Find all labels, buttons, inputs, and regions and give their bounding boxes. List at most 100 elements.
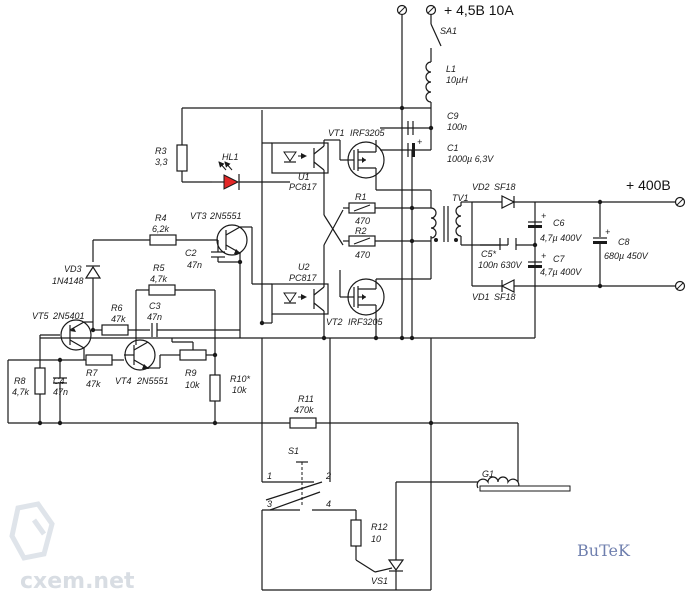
r6-resistor <box>101 324 129 336</box>
r8-ref: R8 <box>14 376 26 386</box>
vd1-value: SF18 <box>494 292 516 302</box>
c8-capacitor: + <box>593 202 610 286</box>
s1-pin-3: 3 <box>267 499 272 509</box>
svg-text:+: + <box>417 137 422 147</box>
r9-ref: R9 <box>185 368 197 378</box>
r8-value: 4,7k <box>12 387 30 397</box>
r9-trimmer <box>171 338 215 361</box>
c9-ref: C9 <box>447 111 459 121</box>
r5-value: 4,7k <box>150 274 168 284</box>
r8-resistor <box>34 367 46 395</box>
watermark-author: BuTeK <box>577 541 631 560</box>
r1-ref: R1 <box>355 192 367 202</box>
vd3-value: 1N4148 <box>52 276 84 286</box>
u1-optocoupler <box>271 142 329 174</box>
r4-ref: R4 <box>155 213 167 223</box>
svg-text:+: + <box>541 211 546 221</box>
l1-value: 10µH <box>446 75 468 85</box>
vd3-diode <box>84 265 102 279</box>
vd1-diode <box>472 279 535 293</box>
u2-ref: U2 <box>298 262 310 272</box>
vt1-ref: VT1 <box>328 128 345 138</box>
r12-ref: R12 <box>371 522 388 532</box>
c7-ref: C7 <box>553 254 565 264</box>
r2-ref: R2 <box>355 226 367 236</box>
c9-value: 100n <box>447 122 467 132</box>
vd2-value: SF18 <box>494 182 516 192</box>
hl1-led <box>212 161 290 190</box>
u1-ref: U1 <box>298 172 310 182</box>
vs1-ref: VS1 <box>371 576 388 586</box>
supply-terminals <box>396 4 437 16</box>
r11-resistor <box>289 417 317 429</box>
vd3-ref: VD3 <box>64 264 82 274</box>
cxem-logo <box>9 501 55 561</box>
r7-ref: R7 <box>86 368 98 378</box>
c4-ref: C4 <box>53 376 65 386</box>
output-terminals <box>674 196 686 292</box>
vt4-value: 2N5551 <box>136 376 169 386</box>
c7-capacitor: + <box>528 251 546 268</box>
vt2-ref: VT2 <box>326 317 343 327</box>
c3-capacitor <box>151 323 158 337</box>
vt1-value: IRF3205 <box>350 128 386 138</box>
r10-value: 10k <box>232 385 247 395</box>
s1-pin-2: 2 <box>325 471 331 481</box>
vt3-transistor <box>216 224 248 256</box>
vt5-ref: VT5 <box>32 311 50 321</box>
tv1-transformer <box>430 205 462 242</box>
c3-value: 47n <box>147 312 162 322</box>
c6-value: 4,7µ 400V <box>540 233 582 243</box>
svg-text:+: + <box>605 227 610 237</box>
c5-value: 100n 630V <box>478 260 523 270</box>
c3-ref: C3 <box>149 301 161 311</box>
vd2-ref: VD2 <box>472 182 490 192</box>
r7-value: 47k <box>86 379 101 389</box>
u2-optocoupler <box>271 283 329 315</box>
s1-ref: S1 <box>288 446 299 456</box>
c2-capacitor <box>211 251 240 263</box>
l1-inductor <box>425 61 432 128</box>
r9-value: 10k <box>185 380 200 390</box>
vt5-transistor <box>60 319 92 351</box>
r1-resistor <box>348 202 376 214</box>
c2-ref: C2 <box>185 248 197 258</box>
r11-ref: R11 <box>298 394 314 404</box>
c6-ref: C6 <box>553 218 565 228</box>
c1-ref: C1 <box>447 143 459 153</box>
sa1-switch <box>430 15 442 62</box>
c1-value: 1000µ 6,3V <box>447 154 494 164</box>
c5-ref: C5* <box>481 249 497 259</box>
r5-resistor <box>148 284 176 296</box>
l1-ref: L1 <box>446 64 456 74</box>
g1-coil <box>476 423 571 492</box>
c2-value: 47n <box>187 260 202 270</box>
s1-switch <box>262 461 356 511</box>
vt3-value: 2N5551 <box>209 211 242 221</box>
r3-resistor <box>176 144 188 172</box>
s1-pin-1: 1 <box>267 471 272 481</box>
vd2-diode <box>472 195 535 209</box>
c4-value: 47n <box>53 387 68 397</box>
r3-ref: R3 <box>155 146 167 156</box>
s1-pin-4: 4 <box>326 499 331 509</box>
g1-ref: G1 <box>482 469 494 479</box>
r2-resistor <box>348 235 376 247</box>
supply-label: + 4,5В 10А <box>444 2 514 18</box>
u1-value: PC817 <box>289 182 318 192</box>
r1-value: 470 <box>355 216 370 226</box>
r2-value: 470 <box>355 250 370 260</box>
c8-ref: C8 <box>618 237 630 247</box>
r7-resistor <box>85 354 113 366</box>
sa1-ref: SA1 <box>440 26 457 36</box>
tv1-ref: TV1 <box>452 193 469 203</box>
r12-resistor <box>350 519 362 547</box>
vt3-ref: VT3 <box>190 211 207 221</box>
vt4-ref: VT4 <box>115 376 132 386</box>
hl1-ref: HL1 <box>222 152 239 162</box>
c8-value: 680µ 450V <box>604 251 649 261</box>
r6-ref: R6 <box>111 303 123 313</box>
c7-value: 4,7µ 400V <box>540 267 582 277</box>
r10-ref: R10* <box>230 374 251 384</box>
c5-capacitor <box>499 238 517 250</box>
